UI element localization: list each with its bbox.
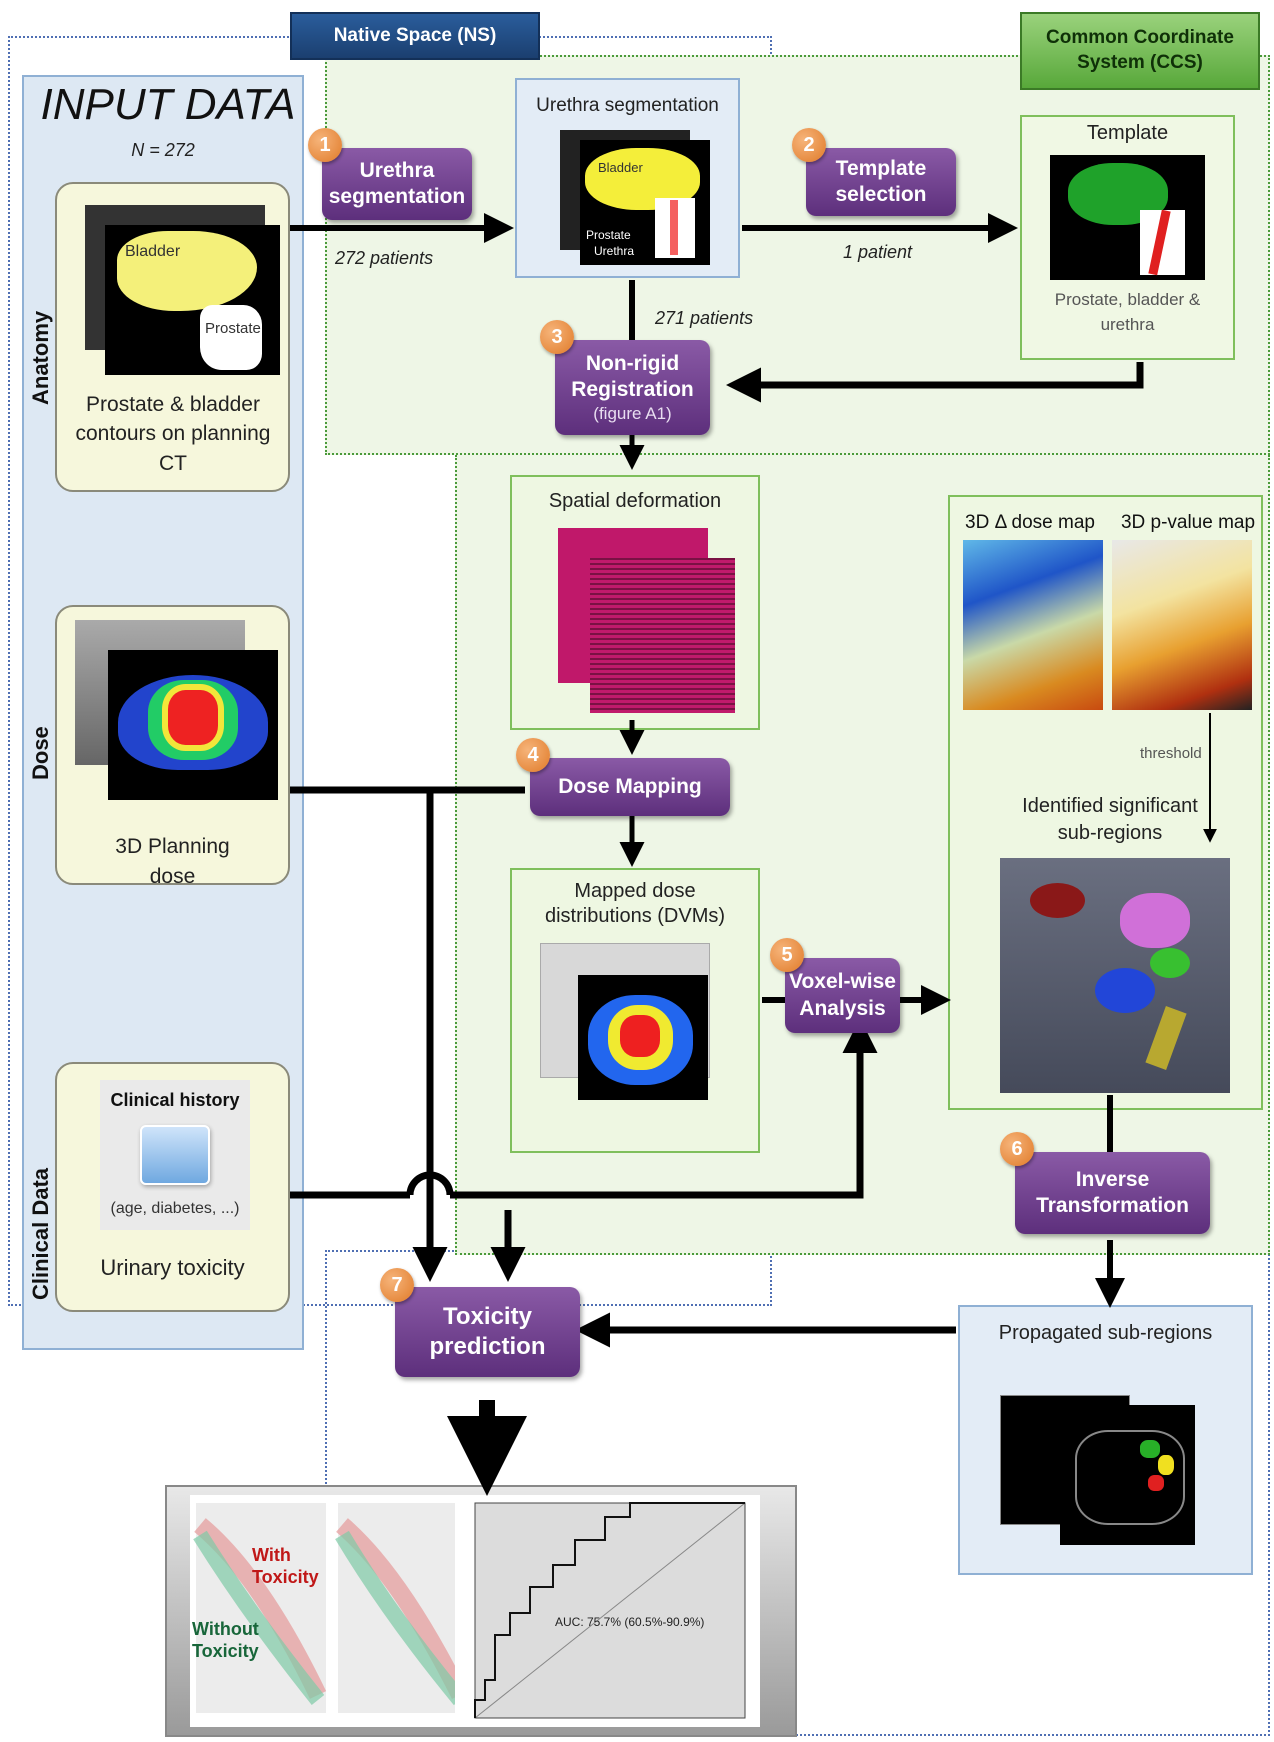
section-clinical-data: Clinical Data xyxy=(28,1167,53,1300)
roc-plot: AUC: 75.7% (60.5%-90.9%) xyxy=(455,1495,760,1727)
subregions-image xyxy=(1000,858,1230,1093)
mapped-image xyxy=(578,975,708,1100)
native-space-label: Native Space (NS) xyxy=(333,25,497,46)
with-toxicity-label-2: Toxicity xyxy=(252,1567,319,1587)
urethra-prostate-label: Prostate xyxy=(586,228,631,242)
with-toxicity-label-1: With xyxy=(252,1545,291,1565)
deformation-image xyxy=(590,558,735,713)
without-toxicity-label-2: Toxicity xyxy=(192,1641,259,1661)
step3-sub: (figure A1) xyxy=(593,404,672,424)
threshold-label: threshold xyxy=(1140,745,1202,762)
template-title: Template xyxy=(1086,122,1169,144)
ccs-title: Common Coordinate System (CCS) xyxy=(1020,12,1260,90)
ccs-label-1: Common Coordinate xyxy=(1046,27,1234,49)
clinical-examples: (age, diabetes, ...) xyxy=(110,1200,240,1217)
survival-plots: With Toxicity Without Toxicity xyxy=(190,1495,475,1727)
step7-line1: Toxicity xyxy=(443,1303,532,1330)
anatomy-image: Bladder Prostate xyxy=(105,225,280,375)
significant-title-2: sub-regions xyxy=(1057,822,1163,844)
propagated-contour xyxy=(1075,1430,1185,1525)
urethra-urethra-label: Urethra xyxy=(594,244,635,258)
urinary-toxicity: Urinary toxicity xyxy=(100,1255,245,1280)
clinical-history-title: Clinical history xyxy=(110,1090,240,1110)
step5-line1: Voxel-wise xyxy=(789,970,896,994)
delta-dose-map xyxy=(963,540,1103,710)
dose-caption-2: dose xyxy=(149,865,196,888)
sample-size: N = 272 xyxy=(131,140,195,160)
step-badge-3: 3 xyxy=(540,320,574,354)
anatomy-caption: Prostate & bladder contours on planning … xyxy=(75,393,271,475)
propagated-title: Propagated sub-regions xyxy=(998,1322,1213,1344)
label-1-patient: 1 patient xyxy=(843,242,913,262)
section-dose: Dose xyxy=(28,726,53,780)
native-space-title: Native Space (NS) xyxy=(290,12,540,60)
step5-line2: Analysis xyxy=(799,996,886,1020)
prostate-shape xyxy=(200,305,262,370)
subregion-red xyxy=(1030,883,1085,918)
folder-icon xyxy=(140,1125,210,1185)
spatial-deformation-title: Spatial deformation xyxy=(548,490,722,512)
step4-line1: Dose Mapping xyxy=(558,774,702,798)
template-caption-2: urethra xyxy=(1100,315,1155,334)
step3-line1: Non-rigid xyxy=(585,351,680,375)
step3-line2: Registration xyxy=(571,377,694,401)
step-non-rigid-registration[interactable]: Non-rigid Registration (figure A1) xyxy=(555,340,710,435)
propagated-red xyxy=(1148,1475,1164,1491)
mapped-dose-title-1: Mapped dose xyxy=(574,880,696,902)
subregion-pink xyxy=(1120,893,1190,948)
step-toxicity-prediction[interactable]: Toxicity prediction xyxy=(395,1287,580,1377)
mapped-dose-inner xyxy=(620,1015,660,1057)
pvalue-map xyxy=(1112,540,1252,710)
step-badge-4: 4 xyxy=(516,738,550,772)
roc-curve xyxy=(474,1502,746,1719)
step1-line2: segmentation xyxy=(328,185,466,208)
step-badge-2: 2 xyxy=(792,128,826,162)
step-voxel-wise-analysis[interactable]: Voxel-wise Analysis xyxy=(785,958,900,1033)
template-caption-1: Prostate, bladder & xyxy=(1054,290,1201,309)
step-dose-mapping[interactable]: Dose Mapping xyxy=(530,758,730,816)
auc-label: AUC: 75.7% (60.5%-90.9%) xyxy=(555,1615,705,1629)
dose-image xyxy=(108,650,278,800)
template-image xyxy=(1050,155,1205,280)
ccs-label-2: System (CCS) xyxy=(1077,52,1203,73)
step-badge-7: 7 xyxy=(380,1268,414,1302)
prostate-label: Prostate xyxy=(205,320,261,337)
subregion-blue xyxy=(1095,968,1155,1013)
without-toxicity-label-1: Without xyxy=(192,1619,259,1639)
dose-inner xyxy=(168,690,218,745)
subregion-green xyxy=(1150,948,1190,978)
urethra-line xyxy=(670,200,678,255)
step-inverse-transformation[interactable]: Inverse Transformation xyxy=(1015,1152,1210,1234)
propagated-image xyxy=(1060,1405,1195,1545)
input-data-title: INPUT DATA xyxy=(40,80,296,129)
label-272-patients: 272 patients xyxy=(335,248,434,268)
step-template-selection[interactable]: Template selection xyxy=(806,148,956,216)
label-271-patients: 271 patients xyxy=(655,308,754,328)
step6-line2: Transformation xyxy=(1036,1194,1189,1217)
dose-caption-1: 3D Planning xyxy=(115,835,230,858)
pvalue-map-title: 3D p-value map xyxy=(1120,512,1256,533)
step6-line1: Inverse xyxy=(1075,1167,1150,1191)
delta-dose-map-title: 3D Δ dose map xyxy=(965,512,1095,533)
section-anatomy: Anatomy xyxy=(28,310,53,405)
step7-line2: prediction xyxy=(429,1333,546,1360)
significant-title-1: Identified significant xyxy=(1022,795,1198,817)
survival-curves xyxy=(193,1503,469,1713)
urethra-box-title: Urethra segmentation xyxy=(536,95,719,116)
step-urethra-segmentation[interactable]: Urethra segmentation xyxy=(322,148,472,220)
step-badge-1: 1 xyxy=(308,128,342,162)
bladder-label: Bladder xyxy=(125,243,181,260)
step2-line2: selection xyxy=(835,183,927,206)
urethra-bladder-label: Bladder xyxy=(598,160,643,175)
bladder-shape xyxy=(117,231,257,311)
subregion-yellow xyxy=(1145,1006,1187,1070)
step1-line1: Urethra xyxy=(359,158,435,182)
mapped-dose-title-2: distributions (DVMs) xyxy=(544,905,726,927)
step2-line1: Template xyxy=(835,156,927,180)
step-badge-6: 6 xyxy=(1000,1132,1034,1166)
urethra-image: Bladder Prostate Urethra xyxy=(580,140,710,265)
step-badge-5: 5 xyxy=(770,938,804,972)
